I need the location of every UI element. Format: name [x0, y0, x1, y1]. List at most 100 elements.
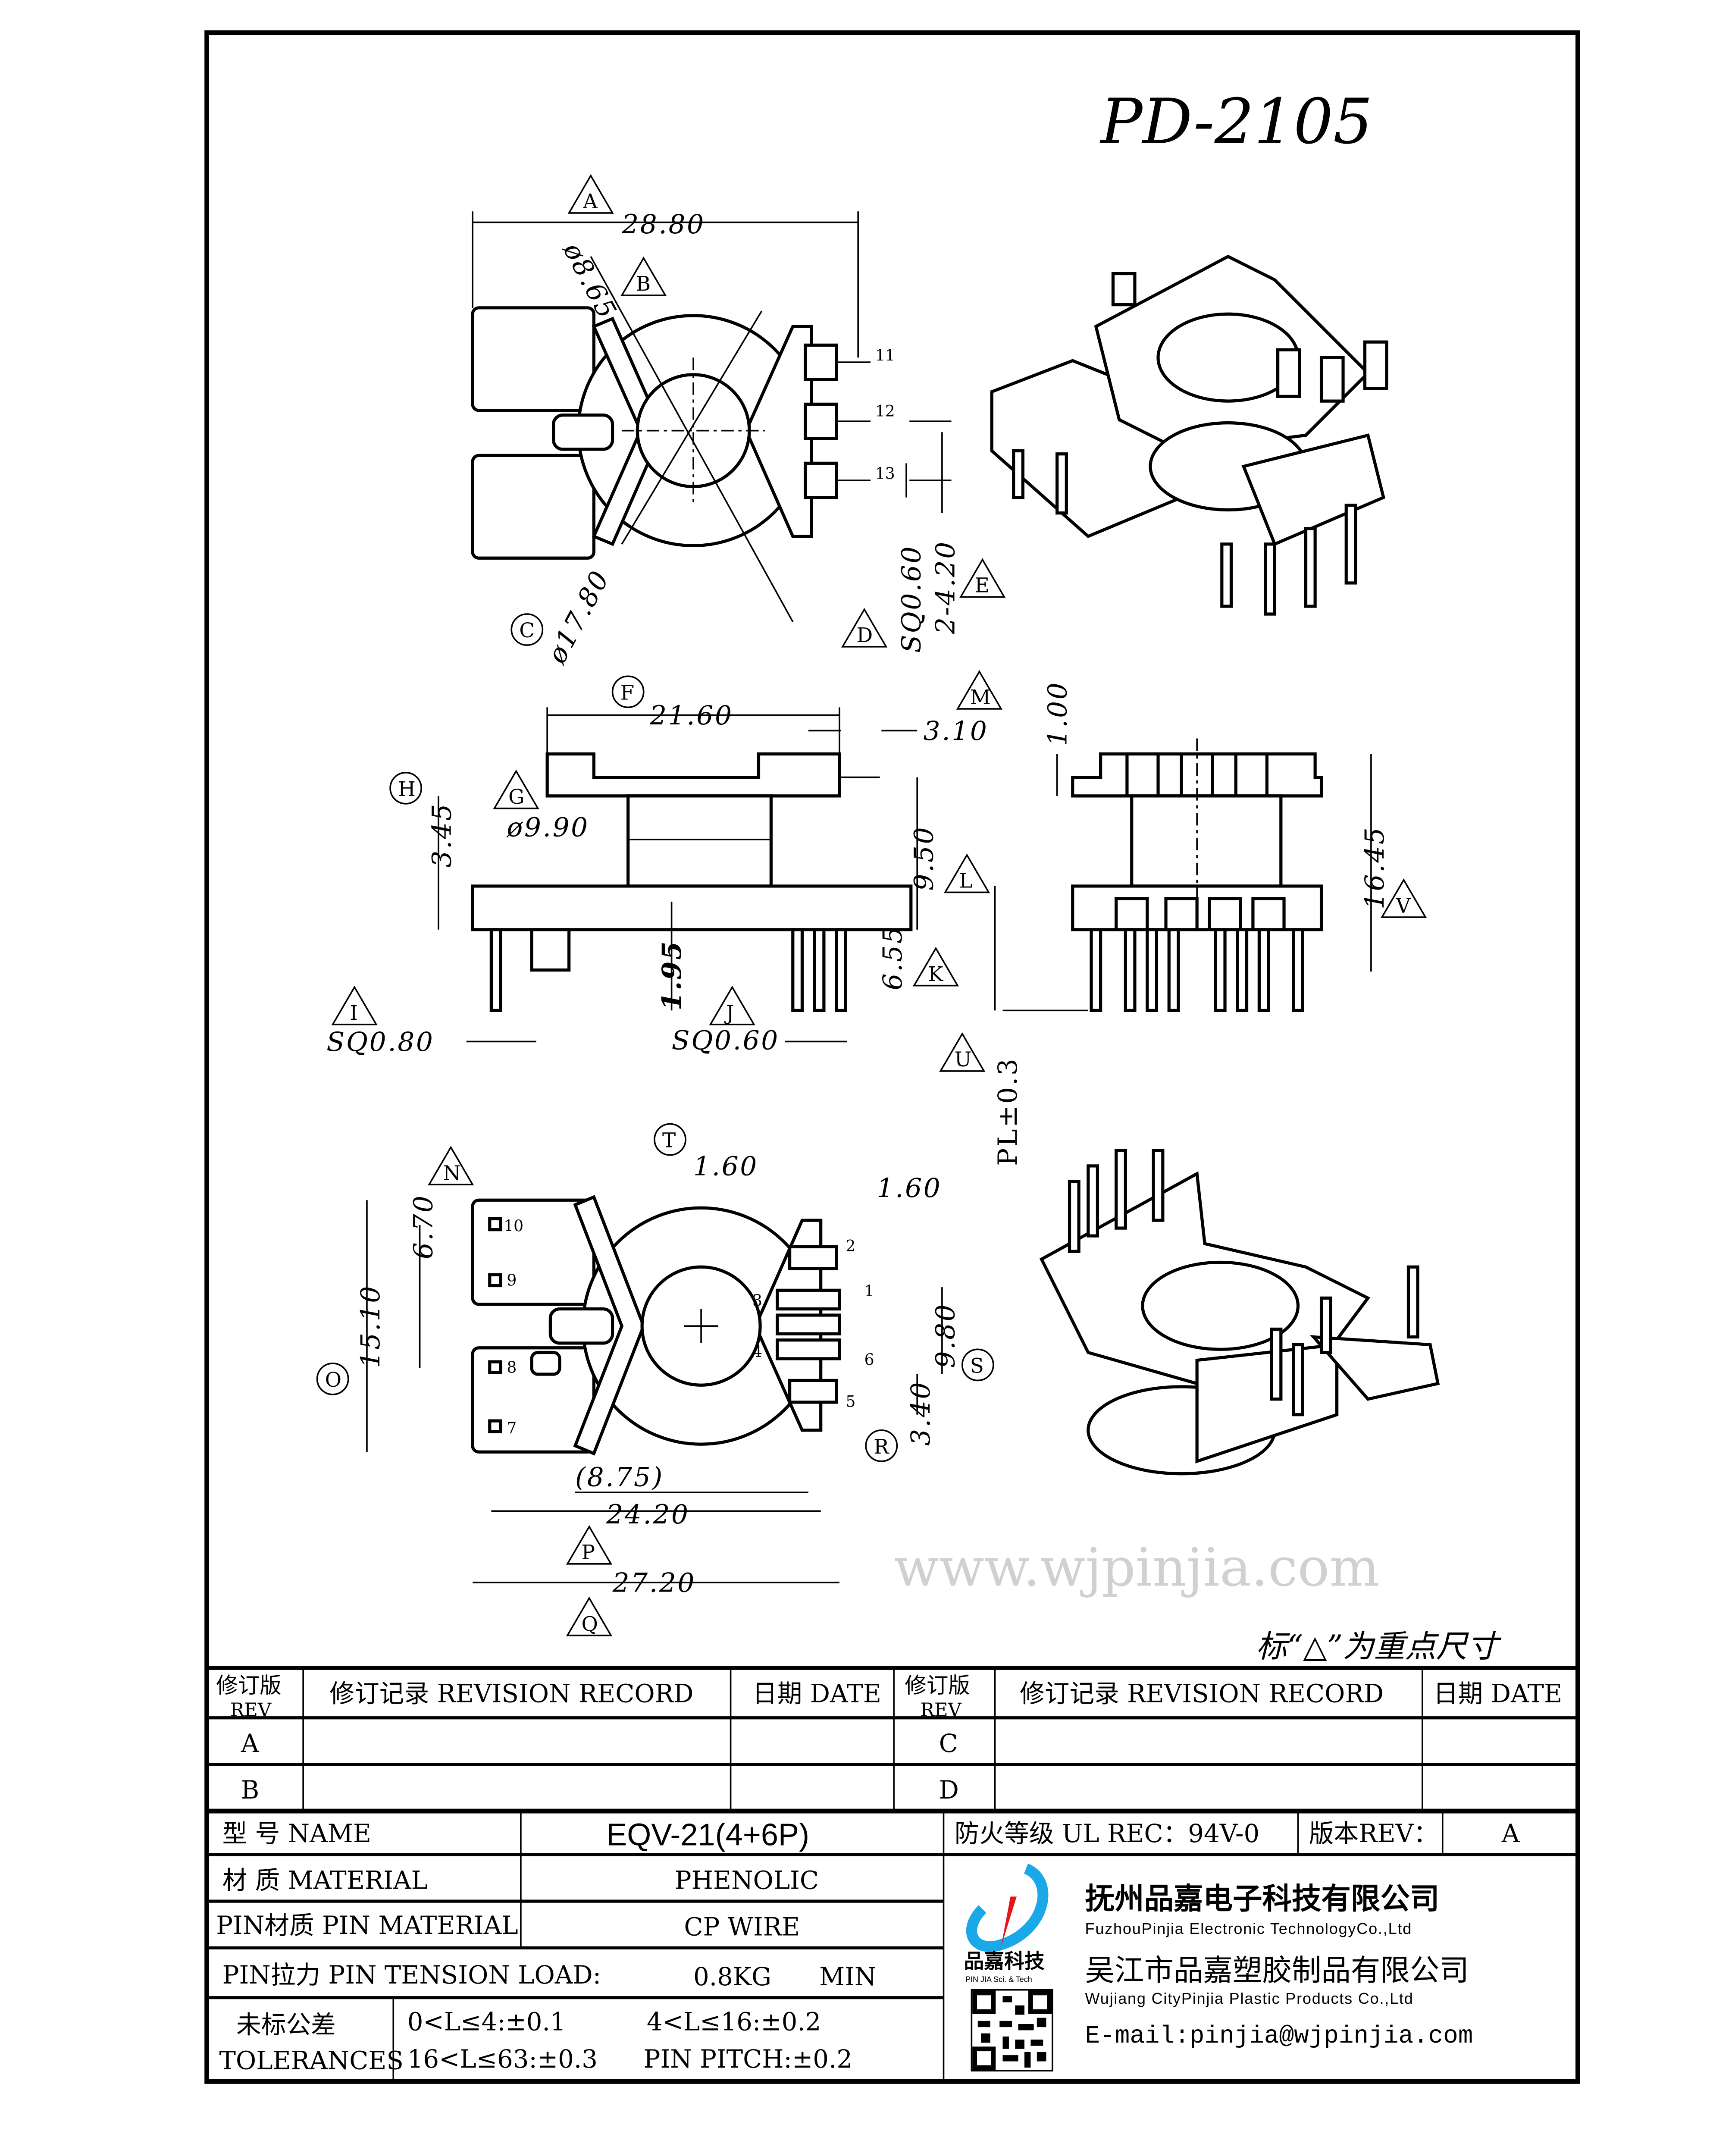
date-header-left: 日期 DATE	[752, 1679, 881, 1708]
svg-text:E: E	[975, 574, 990, 598]
svg-text:M: M	[970, 686, 991, 709]
pin-label-11: 11	[875, 346, 895, 364]
pin-label-5: 5	[846, 1393, 855, 1411]
tension-value: 0.8KG	[693, 1962, 771, 1991]
marker-triangle-p: P	[566, 1525, 613, 1565]
sheet-border	[204, 30, 1580, 2084]
marker-triangle-d: D	[841, 608, 888, 648]
pin-label-7: 7	[507, 1419, 517, 1437]
dim-1-00: 1.00	[1042, 681, 1073, 746]
dim-2-4-20: 2-4.20	[930, 540, 961, 635]
dim-28-80: 28.80	[621, 209, 705, 240]
pin-label-9: 9	[507, 1272, 517, 1290]
pin-label-10: 10	[504, 1217, 523, 1235]
dim-1-60-left: 1.60	[693, 1151, 758, 1182]
top-view	[471, 211, 952, 622]
svg-text:I: I	[350, 1002, 358, 1025]
svg-text:A: A	[583, 190, 598, 213]
dim-16-45: 16.45	[1359, 826, 1390, 909]
dim-3-45: 3.45	[427, 802, 457, 868]
tension-unit: MIN	[819, 1962, 876, 1991]
svg-text:L: L	[959, 870, 973, 893]
markers: A B C D E F G H I J K L M N O P Q R S T …	[316, 174, 1427, 1636]
marker-circle-f: F	[611, 675, 645, 708]
marker-triangle-b: B	[620, 256, 667, 296]
dim-diameter-9-90: ø9.90	[506, 812, 589, 843]
front-view	[438, 707, 996, 1043]
pin-label-2: 2	[846, 1237, 855, 1255]
side-view	[1002, 738, 1372, 1012]
svg-text:K: K	[928, 963, 943, 986]
svg-text:PIN JIA Sci. & Tech: PIN JIA Sci. & Tech	[965, 1975, 1032, 1984]
rev-a: A	[241, 1729, 260, 1758]
material-value: PHENOLIC	[675, 1865, 819, 1895]
svg-text:Q: Q	[581, 1613, 598, 1636]
dim-sq0-60-front: SQ0.60	[672, 1025, 780, 1056]
svg-text:F: F	[620, 681, 635, 705]
marker-circle-s: S	[961, 1348, 994, 1382]
dim-1-95: 1.95	[656, 940, 687, 1011]
dim-sq0-80: SQ0.80	[326, 1027, 434, 1057]
pin-label-8: 8	[507, 1358, 517, 1376]
marker-triangle-u: U	[939, 1032, 986, 1072]
pin-material-label: PIN材质 PIN MATERIAL	[216, 1911, 518, 1940]
svg-text:S: S	[970, 1354, 984, 1378]
rev-b: B	[241, 1775, 259, 1805]
tolerance-label-en: TOLERANCES	[219, 2046, 403, 2075]
tolerance-4: PIN PITCH:±0.2	[644, 2044, 852, 2074]
marker-triangle-v: V	[1381, 878, 1427, 918]
fire-rating: 防火等级 UL REC：94V-0	[955, 1819, 1260, 1848]
marker-triangle-j: J	[709, 985, 755, 1025]
dim-sq0-60-top: SQ0.60	[896, 545, 927, 653]
company-email: E-mail:pinjia@wjpinjia.com	[1085, 2022, 1473, 2050]
watermark: www.wjpinjia.com	[894, 1536, 1380, 1598]
name-value: EQV-21(4+6P)	[606, 1818, 809, 1852]
marker-triangle-i: I	[331, 985, 378, 1025]
rev-header-right: 修订版	[905, 1673, 970, 1698]
svg-text:J: J	[724, 1002, 734, 1025]
marker-triangle-k: K	[912, 946, 959, 987]
dim-24-20: 24.20	[606, 1499, 689, 1530]
company-name-2-cn: 吴江市品嘉塑胶制品有限公司	[1085, 1953, 1469, 1988]
svg-text:N: N	[443, 1162, 461, 1185]
dim-1-60-right: 1.60	[877, 1173, 942, 1203]
qr-code	[971, 1989, 1053, 2071]
bottom-view	[366, 1195, 943, 1583]
pin-material-value: CP WIRE	[684, 1912, 800, 1941]
tolerance-1: 0<L≤4:±0.1	[407, 2007, 566, 2036]
dim-27-20: 27.20	[612, 1568, 696, 1598]
title-block	[207, 1666, 1578, 2082]
svg-text:C: C	[519, 619, 535, 642]
svg-text:O: O	[325, 1369, 341, 1392]
dim-6-55: 6.55	[877, 925, 908, 990]
company-name-2-en: Wujiang CityPinjia Plastic Products Co.,…	[1085, 1990, 1414, 2007]
marker-triangle-l: L	[943, 853, 990, 893]
pin-label-1: 1	[864, 1282, 874, 1300]
material-label: 材 质 MATERIAL	[222, 1865, 428, 1895]
marker-circle-h: H	[389, 771, 422, 805]
marker-triangle-m: M	[956, 670, 1003, 710]
company-name-1-cn: 抚州品嘉电子科技有限公司	[1085, 1882, 1440, 1916]
isometric-view-bottom	[1039, 1149, 1440, 1476]
svg-text:H: H	[398, 778, 416, 801]
svg-text:R: R	[874, 1435, 889, 1459]
rev-header-left-en: REV	[230, 1699, 272, 1721]
dim-pl-tolerance: PL±0.3	[993, 1057, 1023, 1166]
pin-label-13: 13	[875, 464, 895, 483]
rev-d: D	[939, 1775, 959, 1805]
tolerance-label-cn: 未标公差	[236, 2010, 336, 2040]
dim-3-40: 3.40	[905, 1381, 936, 1446]
marker-circle-c: C	[510, 613, 544, 646]
version-value: A	[1501, 1819, 1520, 1848]
company-name-1-en: FuzhouPinjia Electronic TechnologyCo.,Lt…	[1085, 1920, 1412, 1937]
marker-triangle-q: Q	[566, 1596, 613, 1636]
marker-triangle-g: G	[493, 769, 539, 809]
marker-circle-r: R	[865, 1429, 898, 1462]
rev-header-left: 修订版	[216, 1673, 281, 1698]
dim-9-50: 9.50	[908, 826, 939, 891]
svg-text:U: U	[955, 1048, 971, 1072]
isometric-view-top	[990, 254, 1388, 616]
svg-text:P: P	[581, 1541, 595, 1564]
rev-c: C	[939, 1729, 958, 1758]
marker-triangle-a: A	[567, 174, 614, 214]
